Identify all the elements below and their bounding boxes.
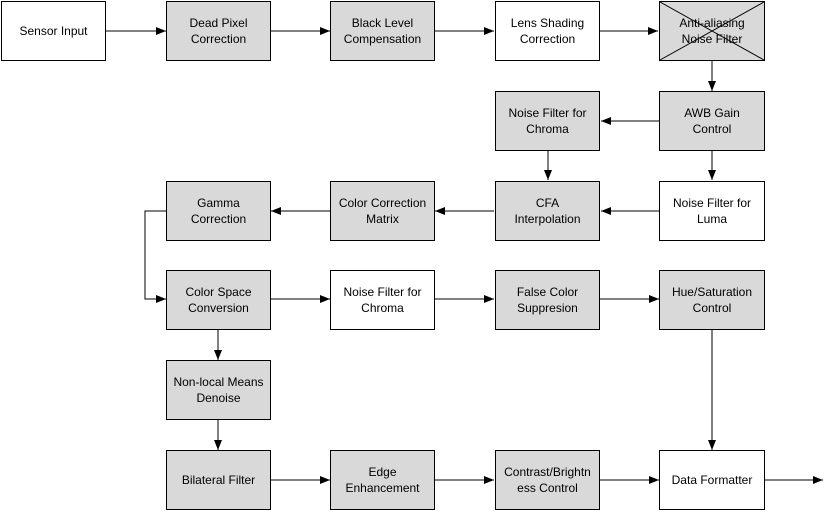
node-label: False Color Suppresion bbox=[516, 285, 579, 315]
node-noise-filter-luma[interactable]: Noise Filter for Luma bbox=[659, 181, 765, 241]
disabled-cross-icon bbox=[660, 2, 764, 60]
node-label: Hue/Saturation Control bbox=[671, 285, 753, 315]
node-cfa-interpolation[interactable]: CFA Interpolation bbox=[495, 181, 600, 241]
node-dead-pixel-correction[interactable]: Dead Pixel Correction bbox=[166, 1, 271, 61]
node-label: Black Level Compensation bbox=[343, 16, 422, 46]
node-bilateral-filter[interactable]: Bilateral Filter bbox=[166, 450, 271, 510]
node-false-color-suppression[interactable]: False Color Suppresion bbox=[495, 270, 600, 330]
node-label: Dead Pixel Correction bbox=[189, 16, 248, 46]
node-hue-saturation-control[interactable]: Hue/Saturation Control bbox=[659, 270, 765, 330]
node-label: Edge Enhancement bbox=[345, 465, 420, 495]
node-data-formatter[interactable]: Data Formatter bbox=[659, 450, 765, 510]
node-edge-enhancement[interactable]: Edge Enhancement bbox=[330, 450, 435, 510]
node-label: Color Space Conversion bbox=[185, 285, 252, 315]
node-label: Contrast/Brightn ess Control bbox=[504, 465, 591, 495]
node-color-correction-matrix[interactable]: Color Correction Matrix bbox=[330, 181, 435, 241]
node-color-space-conversion[interactable]: Color Space Conversion bbox=[166, 270, 271, 330]
node-label: Noise Filter for Chroma bbox=[343, 285, 422, 315]
node-label: Noise Filter for Luma bbox=[672, 196, 752, 226]
node-awb-gain-control[interactable]: AWB Gain Control bbox=[659, 91, 765, 151]
node-label: Bilateral Filter bbox=[181, 473, 256, 487]
node-label: Non-local Means Denoise bbox=[173, 375, 264, 405]
node-noise-filter-chroma-1[interactable]: Noise Filter for Chroma bbox=[495, 91, 600, 151]
node-contrast-brightness-control[interactable]: Contrast/Brightn ess Control bbox=[495, 450, 600, 510]
node-label: Noise Filter for Chroma bbox=[508, 106, 587, 136]
node-label: Color Correction Matrix bbox=[338, 196, 427, 226]
node-label: Anti-aliasing Noise Filter bbox=[679, 16, 745, 46]
node-anti-aliasing-noise-filter[interactable]: Anti-aliasing Noise Filter bbox=[659, 1, 765, 61]
node-label: Lens Shading Correction bbox=[510, 16, 585, 46]
node-non-local-means-denoise[interactable]: Non-local Means Denoise bbox=[166, 360, 271, 420]
node-noise-filter-chroma-2[interactable]: Noise Filter for Chroma bbox=[330, 270, 435, 330]
node-sensor-input[interactable]: Sensor Input bbox=[1, 1, 106, 61]
node-lens-shading-correction[interactable]: Lens Shading Correction bbox=[495, 1, 600, 61]
node-label: AWB Gain Control bbox=[684, 106, 740, 136]
node-label: Sensor Input bbox=[19, 24, 88, 38]
node-label: CFA Interpolation bbox=[514, 196, 581, 226]
node-gamma-correction[interactable]: Gamma Correction bbox=[166, 181, 271, 241]
node-label: Data Formatter bbox=[671, 473, 753, 487]
arrow-gamma-to-csc bbox=[144, 210, 166, 303]
node-black-level-compensation[interactable]: Black Level Compensation bbox=[330, 1, 435, 61]
node-label: Gamma Correction bbox=[190, 196, 247, 226]
